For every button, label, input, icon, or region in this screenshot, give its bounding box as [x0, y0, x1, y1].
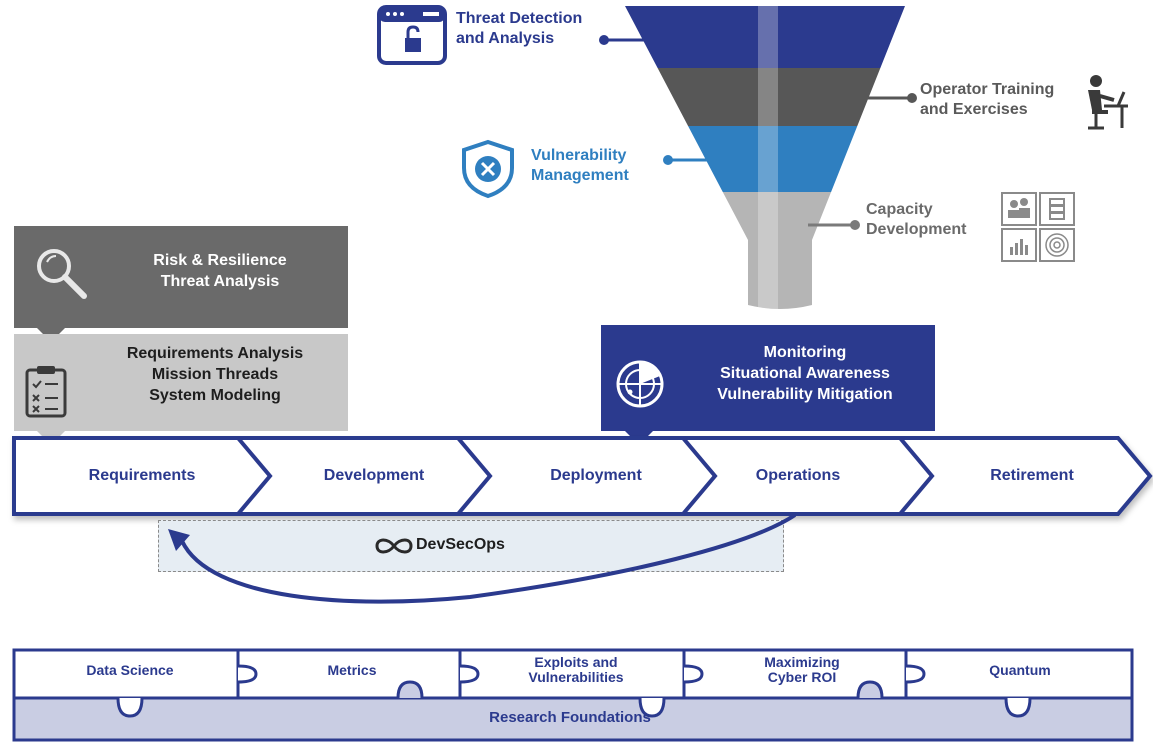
stage-development: Development: [323, 467, 425, 484]
stage-retirement: Retirement: [990, 467, 1074, 484]
label-capacity-development: Capacity Development: [866, 201, 967, 238]
monitoring-box: [601, 325, 935, 431]
magnifier-icon: [37, 249, 87, 299]
stage-requirements: Requirements: [88, 467, 196, 484]
capacity-icons-grid: [1001, 192, 1075, 262]
shield-x-icon: [462, 139, 514, 199]
research-piece-metrics: Metrics: [327, 662, 377, 678]
research-foundations-puzzle: [12, 648, 1134, 742]
devsecops-label: DevSecOps: [416, 536, 505, 553]
research-piece-exploits-vulnerabilities: Exploits and Vulnerabilities: [528, 654, 624, 685]
risk-box-text: Risk & Resilience Threat Analysis: [153, 252, 287, 290]
research-foundations-label: Research Foundations: [489, 709, 651, 726]
label-operator-training: Operator Training and Exercises: [920, 81, 1055, 118]
funnel-band-threat-detection: [625, 6, 905, 68]
funnel-highlight: [758, 6, 778, 309]
person-at-desk-icon: [1088, 75, 1128, 130]
stage-operations: Operations: [755, 467, 841, 484]
devsecops-return-arrow: [168, 513, 797, 604]
funnel-graphic: [599, 6, 917, 309]
monitoring-box-text: Monitoring Situational Awareness Vulnera…: [717, 344, 893, 403]
research-piece-cyber-roi: Maximizing Cyber ROI: [764, 654, 840, 685]
radar-icon: [616, 360, 664, 408]
clipboard-checklist-icon: [25, 366, 67, 418]
risk-resilience-box: [14, 226, 348, 328]
bar-chart-icon: [1010, 239, 1028, 255]
label-threat-detection: Threat Detection and Analysis: [456, 10, 583, 47]
devsecops-panel: [158, 520, 784, 572]
requirements-box-text: Requirements Analysis Mission Threads Sy…: [126, 345, 304, 404]
label-vulnerability-management: Vulnerability Management: [531, 147, 629, 184]
team-icon: [1008, 198, 1030, 218]
research-piece-quantum: Quantum: [989, 662, 1051, 678]
browser-lock-icon: [377, 5, 447, 65]
lifecycle-chevron-bar: [12, 436, 1153, 516]
funnel-connectors: [599, 35, 917, 230]
infinity-loop-icon: [375, 538, 413, 554]
requirements-analysis-box: [14, 334, 348, 431]
fingerprint-icon: [1045, 233, 1069, 257]
stage-deployment: Deployment: [550, 467, 642, 484]
server-icon: [1049, 198, 1065, 220]
research-piece-data-science: Data Science: [86, 662, 174, 678]
